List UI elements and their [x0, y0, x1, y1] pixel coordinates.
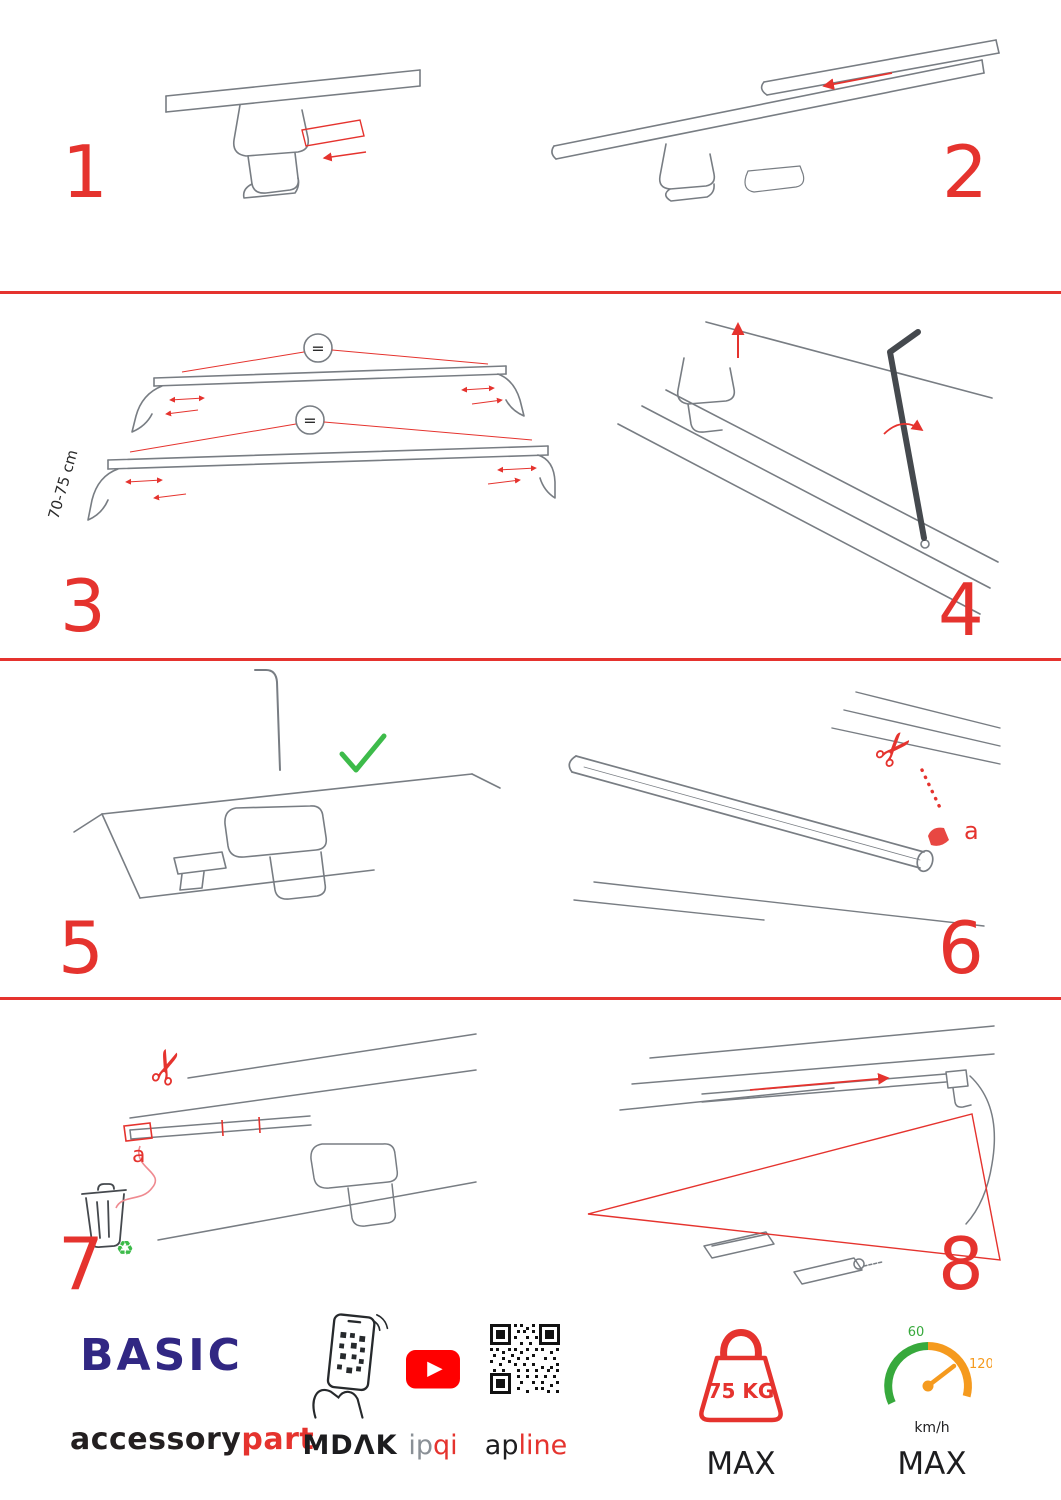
distance-label: 70-75 cm: [45, 448, 82, 521]
step-2-illustration: [538, 24, 1008, 209]
phone-qr-icon: [302, 1312, 398, 1420]
logo-ipqi-left: ip: [408, 1430, 433, 1461]
brand-subtitle: accessorypart: [70, 1422, 314, 1457]
recycle-icon: ♻: [116, 1236, 134, 1259]
section-divider: [0, 291, 1061, 294]
brand-subtitle-right: part: [241, 1422, 315, 1457]
step-1-illustration: [152, 58, 432, 233]
youtube-icon: [406, 1350, 460, 1389]
step-5-illustration: [54, 660, 504, 925]
step-6-illustration: ✂ a: [554, 684, 1004, 939]
trash-icon: [81, 1183, 127, 1249]
equal-symbol: =: [303, 411, 316, 430]
weight-max-label: MAX: [706, 1446, 776, 1482]
step-7-number: 7: [58, 1222, 104, 1306]
part-label: a: [132, 1143, 145, 1168]
cut-marks: [123, 1116, 261, 1142]
speed-min-label: 60: [908, 1325, 925, 1340]
logo-apline: apline: [476, 1430, 576, 1461]
scissors-icon: ✂: [135, 1040, 198, 1093]
brand-subtitle-left: accessory: [70, 1422, 242, 1457]
step-3-number: 3: [60, 564, 106, 648]
step-8-illustration: [554, 1012, 1004, 1307]
bar-drawing: [568, 755, 934, 873]
step-5-number: 5: [58, 906, 104, 990]
brand-title: BASIC: [80, 1330, 243, 1381]
check-icon: [339, 733, 387, 773]
dimension-arrows: [125, 349, 537, 501]
bracket-drawing: [73, 669, 501, 900]
weight-value: 75 KG: [708, 1379, 775, 1403]
section-divider: [0, 658, 1061, 661]
bar-drawing: [551, 39, 1000, 202]
allen-key: [887, 329, 927, 541]
pad-highlight: [301, 119, 367, 162]
rotate-arrow: [883, 419, 924, 435]
step-2-number: 2: [942, 130, 988, 214]
strap-drawing: [129, 1033, 477, 1241]
rail-drawing: [617, 321, 999, 615]
logo-ipqi-right: qi: [433, 1430, 458, 1461]
roof-slats: [573, 691, 1001, 927]
step-1-number: 1: [62, 130, 108, 214]
speedometer-icon: 60 120: [872, 1322, 994, 1426]
step-8-number: 8: [938, 1222, 984, 1306]
weight-icon: 75 KG: [686, 1314, 796, 1436]
step-4-illustration: [588, 304, 1008, 639]
cut-piece: [928, 827, 949, 846]
cut-dots: [920, 768, 944, 814]
logo-apline-right: line: [518, 1430, 568, 1461]
cut-strap: [115, 1145, 157, 1209]
step-7-illustration: ♻ ✂ a: [36, 1024, 486, 1259]
equal-symbol: =: [311, 339, 324, 358]
step-6-number: 6: [938, 906, 984, 990]
logo-mdak: MDΛK: [302, 1430, 398, 1461]
hand: [312, 1389, 364, 1419]
speed-max-label: MAX: [897, 1446, 967, 1482]
logo-apline-left: ap: [484, 1430, 519, 1461]
speed-unit-label: km/h: [914, 1420, 950, 1436]
crossbars-drawing: [87, 333, 556, 521]
qr-code-icon: [490, 1324, 560, 1394]
callout-outline: [587, 1073, 1001, 1261]
slide-arrow: [822, 72, 893, 90]
step-3-illustration: = = 70-75 cm: [36, 308, 556, 563]
part-label: a: [964, 817, 979, 845]
speed-max-value-label: 120: [969, 1357, 992, 1372]
section-divider: [0, 997, 1061, 1000]
roof-rail-drawing: [165, 69, 421, 199]
step-4-number: 4: [938, 568, 984, 652]
logo-ipqi: ipqi: [398, 1430, 468, 1461]
